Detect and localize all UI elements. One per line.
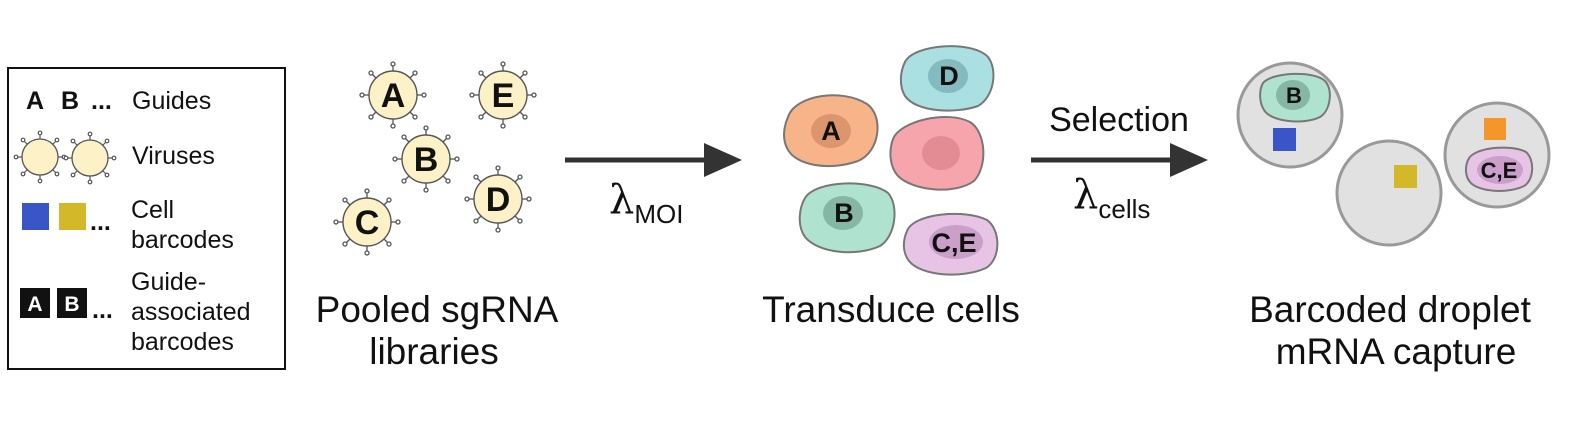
lambda-cells-label: λcells	[1073, 172, 1150, 224]
legend-viruses-label: Viruses	[132, 142, 215, 170]
droplet-with-ce: C,E	[1443, 101, 1551, 209]
legend-barcode-yellow	[59, 203, 86, 230]
virus-a: A	[359, 61, 427, 129]
legend-guide-barcodes-ellipsis: ...	[92, 296, 113, 324]
legend-guide-barcodes-label-line1: Guide-	[131, 268, 206, 296]
cell-barcode-yellow	[1394, 165, 1417, 188]
legend: A B ... Guides Viruses ... Cell barcodes…	[7, 67, 286, 370]
cell-b: B	[798, 182, 896, 254]
selection-label: Selection	[1049, 101, 1189, 139]
legend-guide-barcode-a	[20, 288, 50, 318]
legend-cell-barcodes-label-line2: barcodes	[131, 226, 234, 254]
legend-cell-barcodes-label-line1: Cell	[131, 196, 174, 224]
arrow-head	[1170, 143, 1208, 177]
panel-pooled-libraries: A E B C D Pooled sgRNA libraries	[316, 61, 559, 372]
droplet-with-b: B	[1236, 61, 1344, 169]
legend-guide-barcode-a-letter: A	[27, 293, 42, 316]
legend-guide-letter-b: B	[61, 87, 79, 115]
svg-text:A: A	[821, 116, 841, 146]
svg-text:C,E: C,E	[931, 228, 976, 258]
cell-barcode-blue	[1273, 128, 1296, 151]
panel-droplets: B C,E Barcoded droplet mRNA capture	[1236, 61, 1551, 372]
legend-guides-label: Guides	[132, 87, 211, 115]
svg-text:C: C	[355, 204, 380, 242]
cell-a: A	[783, 94, 879, 168]
cell-d: D	[899, 45, 995, 112]
legend-guides-ellipsis: ...	[91, 87, 112, 115]
legend-guide-letter-a: A	[26, 87, 44, 115]
virus-b: B	[392, 125, 460, 193]
virus-c: C	[333, 188, 401, 256]
svg-text:D: D	[486, 181, 511, 219]
svg-text:D: D	[939, 61, 959, 91]
legend-barcode-blue	[22, 203, 49, 230]
svg-text:C,E: C,E	[1481, 158, 1518, 183]
svg-text:B: B	[834, 198, 854, 228]
legend-guide-barcode-b-letter: B	[64, 293, 79, 316]
svg-text:B: B	[1286, 83, 1302, 108]
legend-box	[7, 67, 286, 370]
legend-guide-barcode-b	[57, 288, 87, 318]
caption-transduce: Transduce cells	[762, 289, 1020, 330]
svg-text:A: A	[381, 77, 406, 115]
svg-text:B: B	[414, 141, 439, 179]
cell-pink	[889, 115, 985, 191]
legend-virus-icon	[13, 130, 67, 184]
cell-barcode-orange	[1484, 118, 1506, 140]
caption-pooled-line1: Pooled sgRNA	[316, 289, 559, 330]
virus-e: E	[469, 61, 537, 129]
caption-droplet-line1: Barcoded droplet	[1249, 289, 1532, 330]
caption-droplet-line2: mRNA capture	[1276, 331, 1517, 372]
legend-virus-icon	[63, 131, 117, 185]
virus-d: D	[464, 165, 532, 233]
legend-guide-barcodes-label-line3: barcodes	[131, 328, 234, 356]
legend-barcodes-ellipsis: ...	[90, 208, 111, 236]
legend-guide-barcodes-label-line2: associated	[131, 298, 251, 326]
droplet-empty	[1335, 139, 1443, 247]
cell-ce: C,E	[902, 212, 999, 276]
panel-transduce-cells: A D B C,E Transduce cells	[762, 45, 1020, 330]
caption-pooled-line2: libraries	[369, 331, 499, 372]
arrow-selection: Selection λcells	[1031, 101, 1208, 224]
arrow-head	[704, 143, 742, 177]
svg-text:E: E	[492, 77, 515, 115]
lambda-moi-label: λMOI	[609, 177, 683, 229]
arrow-transduction: λMOI	[565, 143, 742, 229]
